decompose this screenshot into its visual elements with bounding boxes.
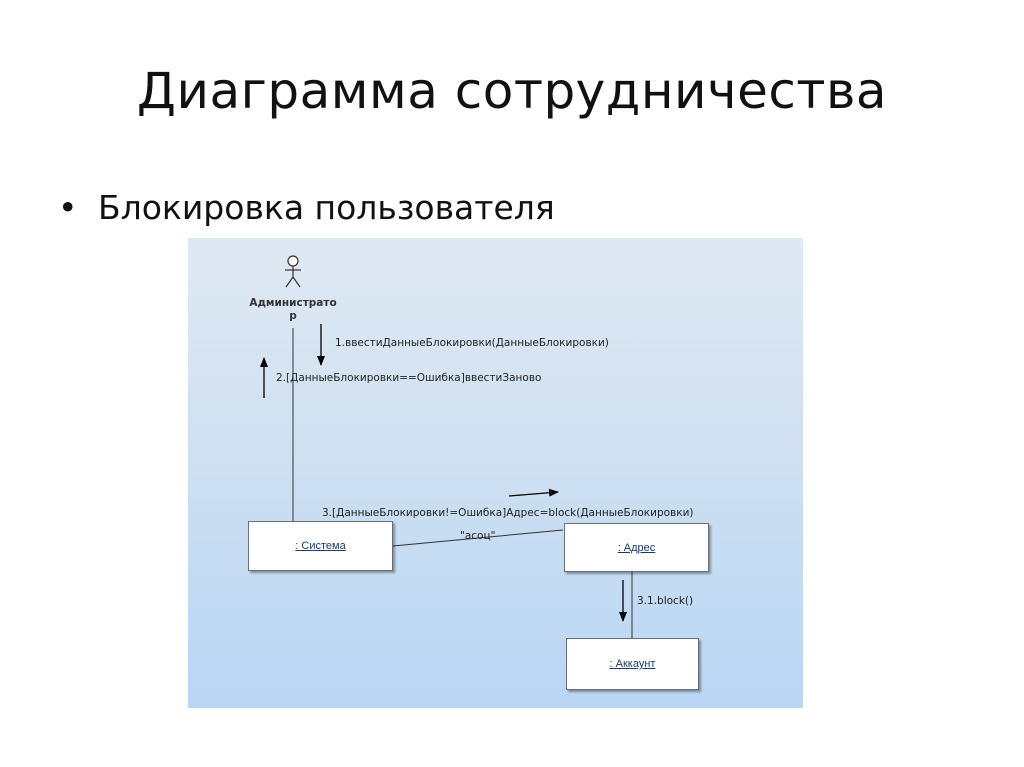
diagram-connectors [260, 255, 633, 638]
object-address[interactable]: : Адрес [564, 523, 709, 572]
collaboration-diagram: Администрато р 1.ввестиДанныеБлокировки(… [188, 238, 803, 708]
message-1-label: 1.ввестиДанныеБлокировки(ДанныеБлокировк… [335, 337, 609, 349]
actor-icon [285, 255, 301, 288]
association-label: "асоц" [460, 530, 496, 542]
actor-name-line1: Администрато [249, 297, 337, 309]
link-system-address [392, 529, 564, 547]
message-2-label: 2.[ДанныеБлокировки==Ошибка]ввестиЗаново [276, 372, 542, 384]
object-account[interactable]: : Аккаунт [566, 638, 699, 690]
object-system[interactable]: : Система [248, 521, 393, 571]
bullet-text: Блокировка пользователя [98, 188, 555, 227]
actor-name: Администрато р [238, 297, 348, 323]
message-3-1-label: 3.1.block() [637, 595, 694, 607]
bullet-item: • Блокировка пользователя [58, 188, 555, 227]
bullet-dot: • [58, 188, 78, 227]
actor-name-line2: р [289, 310, 297, 322]
slide-title: Диаграмма сотрудничества [136, 62, 888, 120]
message-3-label: 3.[ДанныеБлокировки!=Ошибка]Адрес=block(… [322, 507, 694, 519]
message-3-arrow [508, 488, 559, 497]
